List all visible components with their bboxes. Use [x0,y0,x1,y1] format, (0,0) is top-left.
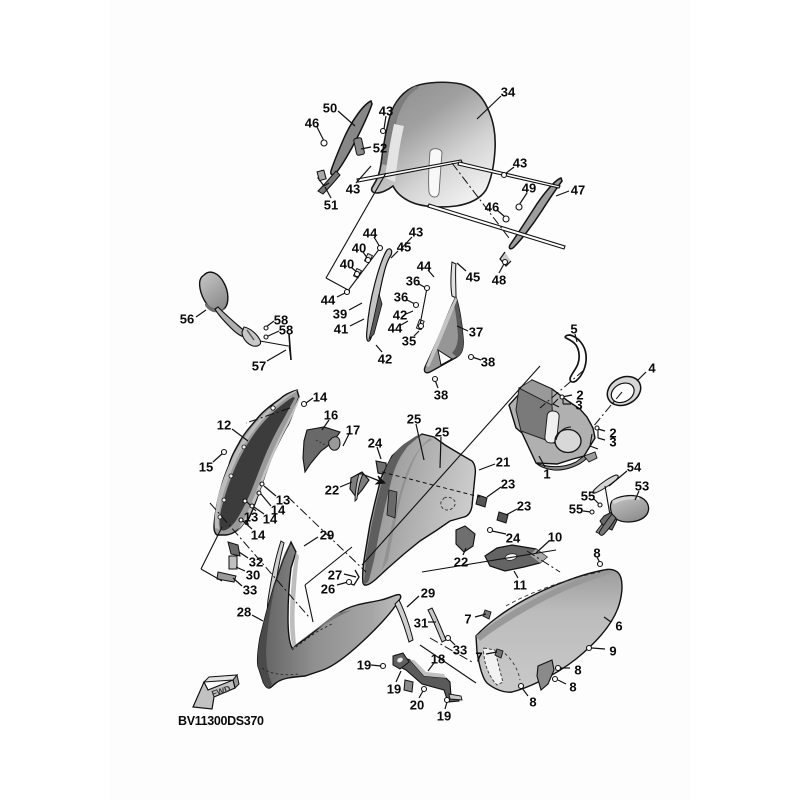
svg-text:43: 43 [346,182,360,197]
svg-text:33: 33 [243,583,257,598]
svg-text:26: 26 [321,582,335,597]
svg-text:19: 19 [357,658,371,673]
svg-text:46: 46 [305,116,319,131]
svg-text:55: 55 [581,489,595,504]
svg-text:17: 17 [346,423,360,438]
svg-text:27: 27 [328,568,342,583]
svg-text:30: 30 [246,568,260,583]
svg-text:22: 22 [325,483,339,498]
svg-text:55: 55 [569,502,583,517]
svg-text:19: 19 [437,709,451,724]
svg-text:44: 44 [388,321,403,336]
svg-text:BV11300DS370: BV11300DS370 [178,714,264,728]
svg-text:14: 14 [263,512,278,527]
svg-text:58: 58 [279,323,293,338]
svg-text:10: 10 [548,530,562,545]
svg-text:16: 16 [324,408,338,423]
svg-text:31: 31 [414,616,428,631]
svg-text:25: 25 [407,412,421,427]
svg-text:43: 43 [409,225,423,240]
svg-text:11: 11 [513,578,527,593]
svg-text:7: 7 [464,612,471,627]
svg-text:48: 48 [492,273,506,288]
svg-text:34: 34 [501,85,516,100]
svg-text:13: 13 [276,493,290,508]
svg-text:50: 50 [323,101,337,116]
svg-text:43: 43 [379,104,393,119]
svg-text:54: 54 [627,460,642,475]
svg-text:57: 57 [252,359,266,374]
svg-text:39: 39 [333,307,347,322]
svg-text:6: 6 [615,619,622,634]
svg-text:41: 41 [334,322,348,337]
svg-text:40: 40 [352,241,366,256]
svg-text:14: 14 [251,528,266,543]
svg-text:45: 45 [466,270,480,285]
svg-text:4: 4 [648,361,656,376]
svg-text:44: 44 [321,293,336,308]
svg-text:29: 29 [421,586,435,601]
svg-text:28: 28 [237,605,251,620]
svg-text:56: 56 [180,312,194,327]
svg-text:52: 52 [373,141,387,156]
svg-text:23: 23 [501,477,515,492]
svg-text:44: 44 [363,226,378,241]
svg-text:43: 43 [513,156,527,171]
svg-text:23: 23 [517,499,531,514]
svg-text:49: 49 [522,181,536,196]
svg-text:22: 22 [454,555,468,570]
svg-text:14: 14 [271,503,286,518]
svg-text:46: 46 [485,200,499,215]
svg-text:36: 36 [406,274,420,289]
svg-text:2: 2 [576,388,583,403]
svg-text:29: 29 [320,528,334,543]
svg-text:8: 8 [593,546,600,561]
svg-text:8: 8 [529,695,536,710]
svg-text:1: 1 [543,467,550,482]
svg-text:15: 15 [199,460,213,475]
svg-text:25: 25 [435,425,449,440]
svg-text:38: 38 [434,388,448,403]
svg-text:19: 19 [387,682,401,697]
svg-text:5: 5 [570,322,577,337]
svg-text:8: 8 [574,663,581,678]
svg-text:51: 51 [324,198,338,213]
svg-text:20: 20 [410,698,424,713]
svg-text:47: 47 [571,183,585,198]
svg-text:24: 24 [368,436,383,451]
svg-text:38: 38 [481,355,495,370]
svg-text:32: 32 [249,555,263,570]
svg-text:35: 35 [402,334,416,349]
svg-text:2: 2 [609,426,616,441]
svg-text:18: 18 [431,652,445,667]
svg-text:3: 3 [609,435,616,450]
svg-text:40: 40 [340,257,354,272]
svg-text:3: 3 [575,398,582,413]
svg-text:24: 24 [506,531,521,546]
svg-text:8: 8 [569,680,576,695]
svg-text:53: 53 [635,479,649,494]
svg-text:12: 12 [217,418,231,433]
svg-text:42: 42 [393,308,407,323]
svg-text:33: 33 [453,643,467,658]
svg-text:37: 37 [469,325,483,340]
svg-text:21: 21 [496,455,510,470]
svg-text:13: 13 [244,510,258,525]
svg-text:14: 14 [313,390,328,405]
svg-text:45: 45 [397,240,411,255]
svg-text:7: 7 [475,650,482,665]
svg-text:9: 9 [609,644,616,659]
svg-text:42: 42 [378,352,392,367]
svg-text:58: 58 [274,313,288,328]
svg-text:44: 44 [417,259,432,274]
svg-text:36: 36 [394,290,408,305]
